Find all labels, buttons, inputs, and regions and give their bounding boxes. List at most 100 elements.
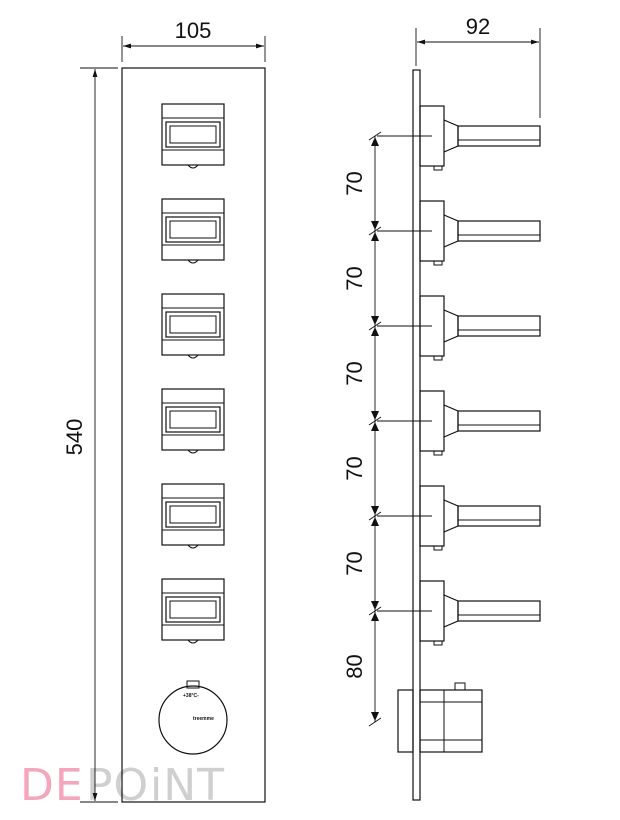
spacing-label: 70 [342,266,367,290]
valve-module-side [377,390,541,456]
valve-module-side [377,485,541,551]
spacing-label: 70 [342,551,367,575]
valve-frame [161,578,225,641]
watermark-int: iNT [150,760,225,811]
valve-handle-inner [169,220,217,239]
valve-module-side [377,105,541,171]
valve-bottom-nub [187,544,199,549]
valve-frame [161,293,225,356]
valve-module-side [377,200,541,266]
valve-handle-face [165,406,221,433]
valve-module-front [161,578,225,644]
valve-handle-face [165,501,221,528]
valve-bottom-nub [187,259,199,264]
valve-handle-face [165,311,221,338]
dimension-arrow-up [371,422,379,431]
valve-lever [457,315,541,337]
thermostat-side [397,682,483,753]
valve-module-front [161,388,225,454]
dimension-arrow-up [371,137,379,146]
front-view: +38°C- treemme [121,67,266,803]
spacing-label: 80 [342,654,367,678]
valve-bottom-nub [187,639,199,644]
dimension-tick [368,321,382,331]
side-depth-dimension: 92 [415,14,541,118]
dimension-arrow-down [371,221,379,230]
dimension-arrow-down [371,601,379,610]
valve-frame [161,198,225,261]
dimension-arrow-up [371,232,379,241]
spacing-label: 70 [342,361,367,385]
front-plate [121,67,266,803]
total-height-label: 540 [62,419,87,456]
dimension-tick [368,416,382,426]
valve-handle-inner [169,410,217,429]
valve-lever [457,600,541,622]
valve-neck [443,594,459,628]
side-view [377,69,541,801]
valve-frame [161,388,225,451]
thermostat-tab [186,680,200,689]
dimension-arrow-up [371,327,379,336]
valve-lever [457,410,541,432]
valve-neck [443,309,459,343]
valve-side-nub [433,451,443,456]
valve-side-nub [433,546,443,551]
dimension-tick [368,717,382,727]
spacing-label: 70 [342,171,367,195]
valve-handle-face [165,121,221,148]
dimension-tick [368,511,382,521]
dimension-arrow-down [371,316,379,325]
valve-side-nub [433,261,443,266]
valve-module-side [377,580,541,646]
dimension-arrow-down [371,712,379,721]
dimension-tick [368,131,382,141]
side-modules [377,105,541,646]
valve-neck [443,404,459,438]
valve-handle-face [165,216,221,243]
valve-module-front [161,103,225,169]
valve-frame [161,483,225,546]
thermostat-temp-label: +38°C- [183,693,199,699]
valve-handle-inner [169,600,217,619]
valve-neck [443,499,459,533]
spacing-dimensions: 70 70 70 70 70 80 [342,131,382,727]
dimension-arrow-up [371,517,379,526]
thermostat-dial [158,685,228,755]
dimension-arrow-down [371,411,379,420]
front-modules [161,103,225,644]
valve-handle-inner [169,125,217,144]
side-plate [412,69,421,801]
valve-module-front [161,198,225,264]
valve-handle-inner [169,315,217,334]
valve-lever [457,125,541,147]
valve-module-side [377,295,541,361]
valve-module-front [161,293,225,359]
side-depth-label: 92 [466,14,490,39]
valve-handle-inner [169,505,217,524]
valve-bottom-nub [187,164,199,169]
valve-neck [443,214,459,248]
valve-lever [457,220,541,242]
thermostat-brand: treemme [193,716,214,722]
valve-module-front [161,483,225,549]
valve-side-nub [433,641,443,646]
valve-neck [443,119,459,153]
spacing-label: 70 [342,456,367,480]
dimension-tick [368,606,382,616]
valve-side-nub [433,166,443,171]
valve-lever [457,505,541,527]
dimension-arrow-up [371,612,379,621]
total-height-dimension: 540 [62,67,118,803]
valve-handle-face [165,596,221,623]
thermostat-knob: +38°C- treemme [158,680,228,755]
valve-bottom-nub [187,354,199,359]
front-width-dimension: 105 [121,18,266,62]
front-width-label: 105 [175,18,212,43]
watermark-de: DE [20,760,84,811]
dimension-arrow-down [371,506,379,515]
valve-frame [161,103,225,166]
valve-bottom-nub [187,449,199,454]
watermark-po: PO [86,760,149,811]
